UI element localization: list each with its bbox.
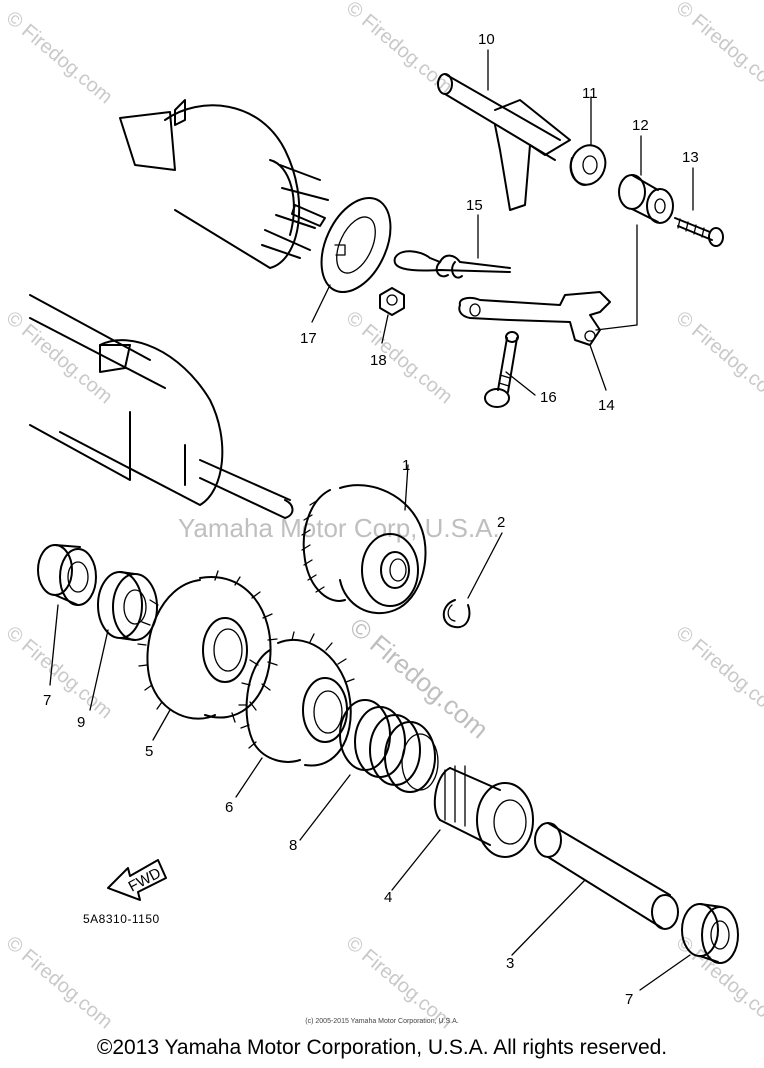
part-3-shaft — [511, 822, 679, 956]
watermark-firedog: © Firedog.com — [672, 0, 764, 98]
part-16-pin — [484, 331, 536, 408]
label-part-10: 10 — [478, 31, 495, 48]
label-part-9: 9 — [77, 714, 85, 731]
label-part-2: 2 — [497, 514, 505, 531]
copyright-notice: ©2013 Yamaha Motor Corporation, U.S.A. A… — [96, 1036, 668, 1059]
watermark-firedog: © Firedog.com — [672, 307, 764, 408]
label-part-6: 6 — [225, 799, 233, 816]
part-12-collar — [618, 135, 674, 224]
part-4-splined-sleeve — [391, 765, 534, 891]
part-15-spring — [393, 214, 511, 279]
label-part-11: 11 — [582, 85, 598, 102]
part-7-bearing-left — [37, 544, 97, 686]
label-part-3: 3 — [506, 955, 514, 972]
label-part-17: 17 — [300, 330, 317, 347]
part-14-lever — [458, 224, 638, 391]
label-part-8: 8 — [289, 837, 297, 854]
label-part-1: 1 — [402, 457, 410, 474]
watermark-layer: © Firedog.com © Firedog.com © Firedog.co… — [2, 0, 764, 1033]
part-13-screw — [674, 167, 724, 247]
watermark-firedog: © Firedog.com — [2, 7, 117, 108]
label-part-15: 15 — [466, 197, 483, 214]
forward-arrow-label: FWD — [126, 864, 164, 895]
part-5-large-gear — [137, 570, 278, 741]
label-part-16: 16 — [540, 389, 557, 406]
part-17-gasket — [311, 196, 392, 323]
watermark-firedog: © Firedog.com — [672, 622, 764, 723]
label-part-5: 5 — [145, 743, 153, 760]
part-9-seal — [89, 571, 158, 711]
starter-solenoid — [119, 99, 329, 269]
label-part-13: 13 — [682, 149, 699, 166]
watermark-yamaha: Yamaha Motor Corp, U.S.A. — [178, 513, 500, 543]
part-8-coil-spring — [299, 699, 439, 841]
part-10-lever-shaft — [437, 49, 571, 211]
starter-motor-body — [29, 294, 294, 519]
label-part-7-right: 7 — [625, 991, 633, 1008]
part-number-labels: 1 2 3 4 5 6 7 7 8 9 10 11 12 13 14 15 16… — [43, 31, 699, 1008]
small-copyright: (c) 2005-2015 Yamaha Motor Corporation, … — [305, 1018, 459, 1025]
label-part-18: 18 — [370, 352, 387, 369]
forward-arrow: FWD — [107, 859, 167, 901]
part-11-washer — [569, 96, 607, 186]
part-1-starter-clutch — [301, 464, 427, 615]
part-2-circlip — [442, 532, 503, 629]
watermark-firedog: © Firedog.com — [2, 622, 117, 723]
watermark-firedog: © Firedog.com — [342, 307, 457, 408]
part-6-hub-gear — [235, 631, 355, 798]
label-part-12: 12 — [632, 117, 649, 134]
watermark-firedog: © Firedog.com — [342, 0, 457, 98]
drawing-code: 5A8310-1150 — [83, 912, 160, 926]
label-part-14: 14 — [598, 397, 615, 414]
label-part-7-left: 7 — [43, 692, 51, 709]
part-18-nut — [379, 287, 405, 344]
label-part-4: 4 — [384, 889, 392, 906]
part-7-bearing-right — [639, 903, 739, 991]
